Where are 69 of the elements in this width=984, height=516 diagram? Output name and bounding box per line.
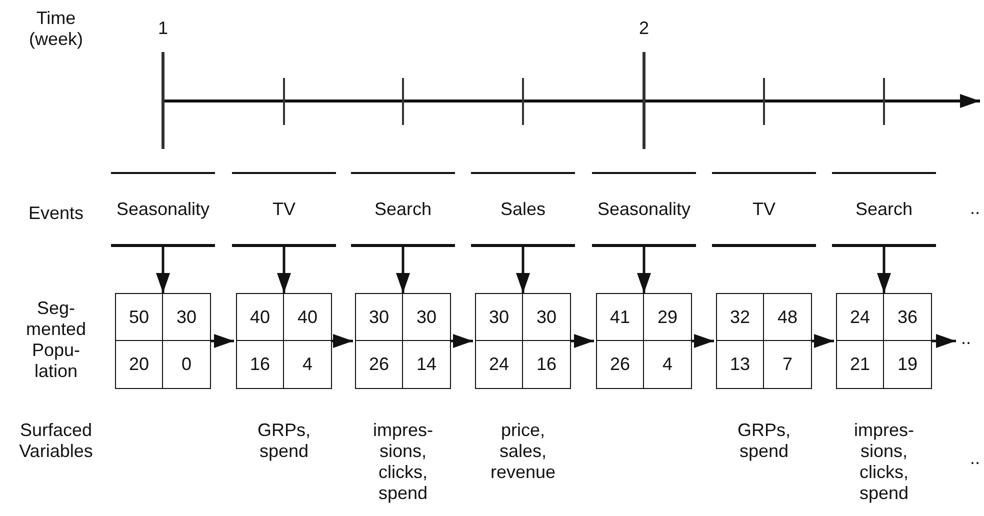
grid-cell-value: 14 [415, 353, 438, 376]
arrow [571, 334, 594, 348]
event-label: Seasonality [111, 172, 215, 247]
ellipsis-text: .. [968, 448, 981, 469]
surfaced-variables-text: impres- sions, clicks, spend [372, 420, 434, 504]
arrow [332, 334, 353, 348]
grid-cell-value: 24 [837, 294, 884, 341]
arrow [812, 334, 834, 348]
grid-cell-value: 26 [356, 341, 403, 388]
population-grid [716, 293, 812, 389]
grid-cell-value: 30 [356, 294, 403, 341]
ellipsis-text: .. [958, 328, 974, 349]
grid-cell-value: 30 [403, 294, 450, 341]
grid-cell-value: 24 [476, 341, 523, 388]
event-label: Sales [471, 172, 575, 247]
arrow [637, 247, 651, 293]
grid-cell-value: 20 [116, 341, 163, 388]
grid-cell-value: 30 [476, 294, 523, 341]
arrow [692, 334, 714, 348]
event-label: TV [712, 172, 816, 247]
population-grid [836, 293, 932, 389]
row-heading: Events [27, 203, 85, 224]
row-heading: Time (week) [28, 8, 84, 50]
surfaced-variables-text: GRPs, spend [256, 420, 312, 462]
grid-cell-value: 29 [644, 294, 691, 341]
event-label: TV [232, 172, 336, 247]
grid-cell-value: 21 [837, 341, 884, 388]
grid-cell-value: 32 [717, 294, 764, 341]
population-grid [355, 293, 451, 389]
grid-cell-value: 16 [535, 353, 558, 376]
grid-cell-value: 48 [764, 294, 811, 341]
row-heading: Seg- mented Popu- lation [24, 298, 88, 382]
grid-cell-value: 41 [597, 294, 644, 341]
arrow [877, 247, 891, 293]
grid-cell-value: 30 [163, 294, 210, 341]
grid-cell-value: 4 [301, 353, 314, 376]
grid-cell-value: 19 [896, 353, 919, 376]
arrow [516, 247, 530, 293]
tick-label: 1 [156, 18, 169, 39]
grid-cell-value: 16 [237, 341, 284, 388]
ellipsis-text: .. [968, 198, 981, 219]
population-grid [596, 293, 692, 389]
arrow [451, 334, 473, 348]
population-grid [236, 293, 332, 389]
arrow [156, 247, 170, 293]
grid-cell-value: 13 [717, 341, 764, 388]
grid-cell-value: 30 [523, 294, 570, 341]
grid-cell-value: 7 [781, 353, 794, 376]
event-label: Seasonality [592, 172, 696, 247]
population-grid [115, 293, 211, 389]
event-label: Search [351, 172, 455, 247]
surfaced-variables-text: impres- sions, clicks, spend [852, 420, 915, 504]
surfaced-variables-text: price, sales, revenue [489, 420, 557, 483]
arrow [396, 247, 410, 293]
grid-cell-value: 26 [597, 341, 644, 388]
grid-cell-value: 0 [180, 353, 192, 376]
surfaced-variables-text: GRPs, spend [736, 420, 792, 462]
arrow [932, 334, 956, 348]
population-grid [475, 293, 571, 389]
arrow [277, 247, 291, 293]
grid-cell-value: 4 [661, 353, 674, 376]
event-label: Search [832, 172, 936, 247]
tick-label: 2 [638, 18, 650, 39]
grid-cell-value: 36 [884, 294, 931, 341]
arrow [211, 334, 234, 348]
grid-cell-value: 40 [237, 294, 284, 341]
grid-cell-value: 50 [116, 294, 163, 341]
grid-cell-value: 40 [284, 294, 331, 341]
row-heading: Surfaced Variables [18, 420, 94, 462]
